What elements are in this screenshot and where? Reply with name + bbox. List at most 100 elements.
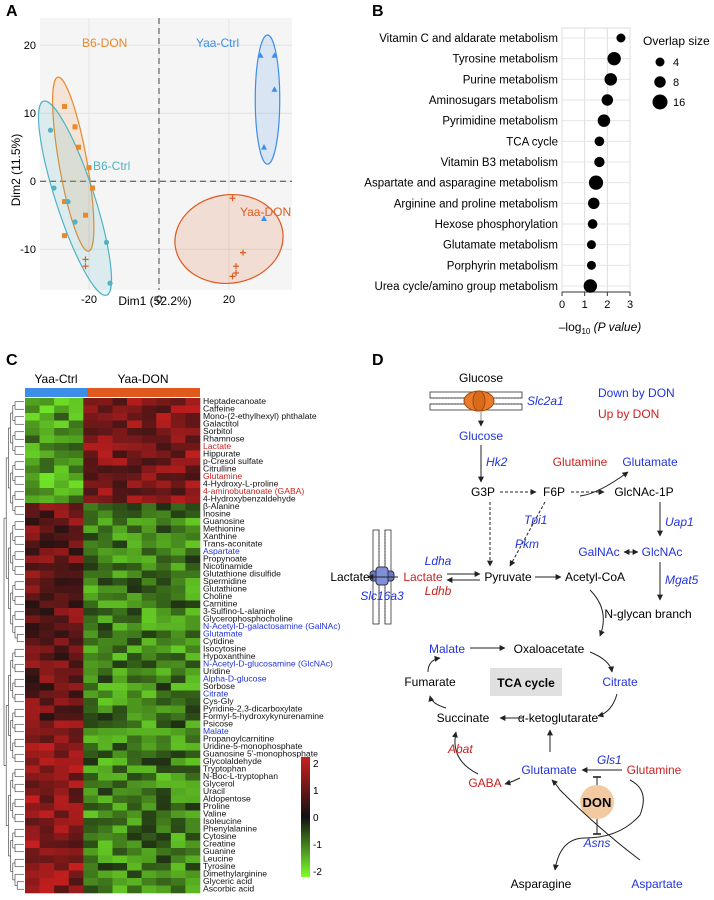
- heatmap-cell: [39, 503, 55, 511]
- heatmap-cell: [156, 405, 172, 414]
- heatmap-cell: [112, 743, 128, 751]
- heatmap-cell: [83, 450, 99, 459]
- heatmap-cell: [156, 780, 172, 789]
- heatmap-cell: [185, 750, 201, 759]
- point-b6-ctrl: [47, 127, 54, 133]
- heatmap-cell: [141, 735, 157, 744]
- enrichment-dot: [597, 114, 611, 127]
- heatmap-cell: [170, 495, 186, 504]
- heatmap-cell: [185, 563, 201, 571]
- heatmap-cell: [141, 510, 157, 519]
- heatmap-cell: [39, 788, 55, 796]
- heatmap-cell: [83, 668, 99, 676]
- heatmap-cell: [68, 720, 84, 729]
- heatmap-cell: [39, 773, 55, 781]
- gene-slc16a3: Slc16a3: [360, 589, 404, 603]
- heatmap-cell: [54, 878, 70, 886]
- point-yaa-don: [240, 249, 246, 256]
- gene-slc2a1: Slc2a1: [527, 394, 564, 408]
- node-citrate: Citrate: [602, 675, 638, 689]
- heatmap-cell: [185, 713, 201, 721]
- heatmap-cell: [156, 600, 172, 609]
- heatmap-cell: [170, 705, 186, 714]
- heatmap-row-label: 4-aminobutanoate (GABA): [203, 486, 304, 496]
- heatmap-row-label: Cytidine: [203, 636, 234, 646]
- heatmap-cell: [127, 495, 142, 504]
- heatmap-cell: [127, 780, 142, 789]
- heatmap-cell: [156, 758, 172, 766]
- heatmap-cell: [141, 420, 157, 429]
- heatmap-cell: [141, 728, 157, 736]
- heatmap-cell: [185, 428, 201, 436]
- heatmap-cell: [112, 578, 128, 586]
- heatmap-row-label: 4-Hydroxy-L-proline: [203, 479, 279, 489]
- heatmap-cell: [68, 773, 84, 781]
- node-pyruvate: Pyruvate: [484, 570, 532, 584]
- heatmap-cell: [54, 465, 70, 474]
- heatmap-cell: [170, 450, 186, 459]
- heatmap-cell: [68, 840, 84, 849]
- heatmap-cell: [156, 870, 172, 879]
- heatmap-cell: [97, 450, 113, 459]
- heatmap-cell: [112, 413, 128, 421]
- heatmap-cell: [127, 720, 142, 729]
- heatmap-cell: [156, 533, 172, 541]
- node-n-glycan-branch: N-glycan branch: [604, 607, 691, 621]
- heatmap-cell: [54, 810, 70, 819]
- panel-label-b: B: [372, 3, 384, 20]
- heatmap-cell: [141, 593, 157, 601]
- heatmap-cell: [54, 848, 70, 856]
- heatmap-cell: [68, 675, 84, 684]
- node-f6p: F6P: [543, 485, 565, 499]
- heatmap-row-label: Lactate: [203, 441, 231, 451]
- heatmap-cell: [83, 788, 99, 796]
- heatmap-cell: [141, 548, 157, 556]
- heatmap-cell: [83, 533, 99, 541]
- heatmap-cell: [97, 518, 113, 526]
- heatmap-cell: [170, 765, 186, 774]
- heatmap-cell: [127, 443, 142, 451]
- heatmap-cell: [39, 810, 55, 819]
- heatmap-row-label: p-Cresol sulfate: [203, 456, 263, 466]
- heatmap-cell: [170, 398, 186, 406]
- heatmap-cell: [156, 818, 172, 826]
- heatmap-cell: [170, 788, 186, 796]
- heatmap-cell: [39, 833, 55, 841]
- heatmap-cell: [112, 758, 128, 766]
- heatmap-row-label: Psicose: [203, 719, 233, 729]
- heatmap-row-label: Tryptophan: [203, 764, 246, 774]
- heatmap-cell: [83, 675, 99, 684]
- heatmap-cell: [54, 870, 70, 879]
- heatmap-cell: [54, 578, 70, 586]
- heatmap-cell: [170, 833, 186, 841]
- heatmap-row-label: Valine: [203, 809, 226, 819]
- heatmap-colorbar-ticks: 210-1-2: [313, 759, 322, 878]
- heatmap-cell: [68, 878, 84, 886]
- heatmap-cell: [54, 645, 70, 654]
- heatmap-cell: [39, 698, 55, 706]
- heatmap-cell: [112, 848, 128, 856]
- heatmap-cell: [39, 593, 55, 601]
- heatmap-cell: [156, 563, 172, 571]
- heatmap-cell: [97, 705, 113, 714]
- heatmap-cell: [83, 600, 99, 609]
- enrichment-category-labels: Vitamin C and aldarate metabolismTyrosin…: [364, 33, 558, 293]
- heatmap-cell: [83, 780, 99, 789]
- heatmap-cell: [141, 503, 157, 511]
- heatmap-cell: [25, 428, 40, 436]
- group-label-yaa-don: Yaa-DON: [240, 205, 291, 219]
- heatmap-cell: [68, 698, 84, 706]
- heatmap-cell: [68, 480, 84, 489]
- heatmap-cell: [112, 458, 128, 466]
- heatmap-cell: [83, 750, 99, 759]
- heatmap-cell: [68, 855, 84, 864]
- heatmap-cell: [185, 443, 201, 451]
- heatmap-cell: [97, 495, 113, 504]
- group-bar-yaa-don: [87, 388, 200, 397]
- arrow-fumarate-malate: [427, 655, 441, 673]
- heatmap-cell: [185, 548, 201, 556]
- heatmap-cell: [83, 608, 99, 616]
- heatmap-cell: [97, 615, 113, 624]
- heatmap-cell: [127, 405, 142, 414]
- heatmap-cell: [127, 848, 142, 856]
